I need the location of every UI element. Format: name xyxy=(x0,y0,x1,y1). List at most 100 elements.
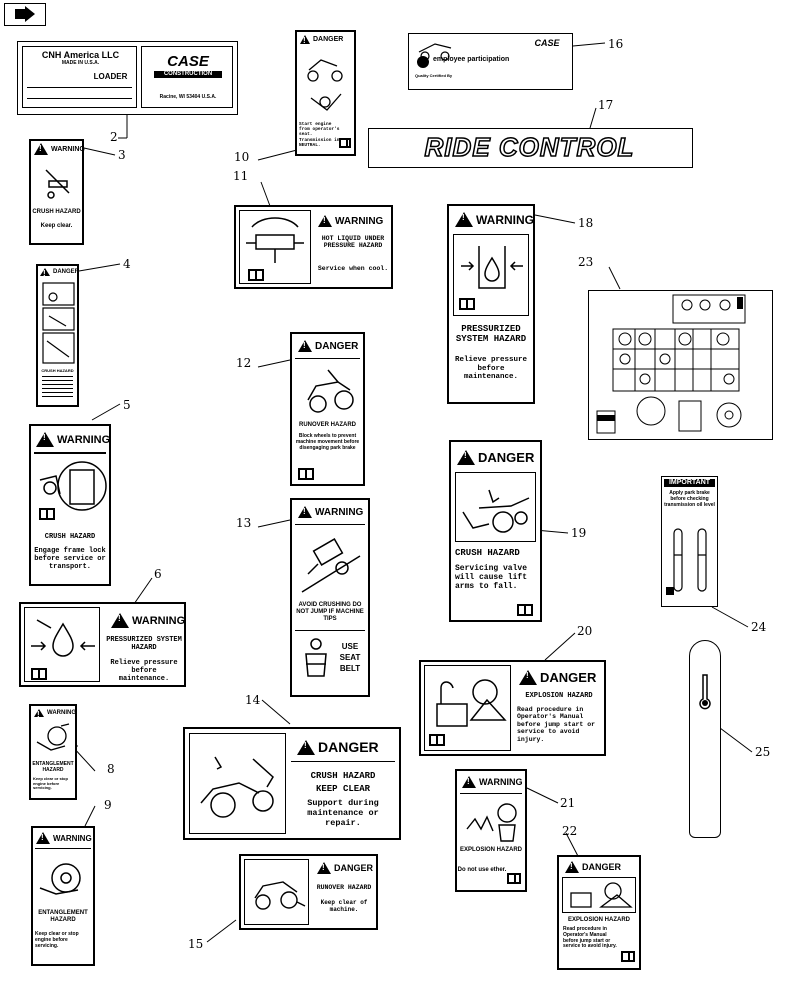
entanglement-pictogram-icon xyxy=(39,863,81,895)
manual-book-icon xyxy=(248,269,264,281)
instruction-text: Keep clear or stop engine before servici… xyxy=(33,776,68,791)
callout-21: 21 xyxy=(560,796,576,810)
radiator-pictogram-icon xyxy=(246,217,304,263)
arrow-icon xyxy=(15,6,35,22)
decal-hot-liquid-11: WARNING HOT LIQUID UNDER PRESSURE HAZARD… xyxy=(234,205,393,289)
signal-word: WARNING xyxy=(455,212,534,227)
manual-book-icon xyxy=(39,508,55,520)
instruction-text: Relieve pressure before maintenance. xyxy=(110,659,178,684)
warning-triangle-icon xyxy=(111,613,129,628)
manual-book-icon xyxy=(298,468,314,480)
plate-model: LOADER xyxy=(93,72,128,81)
hazard-text: ENTANGLEMENT HAZARD xyxy=(32,761,74,773)
instruction-text: Keep clear. xyxy=(40,223,73,229)
text-lines xyxy=(42,376,73,398)
manual-book-icon xyxy=(507,873,521,884)
hazard-text: AVOID CRUSHING DO NOT JUMP IF MACHINE TI… xyxy=(296,602,364,622)
signal-word: WARNING xyxy=(36,832,92,844)
signal-word: DANGER xyxy=(40,268,79,278)
warning-triangle-icon xyxy=(519,670,537,685)
warning-triangle-icon xyxy=(34,143,48,155)
ether-explosion-pictogram-icon xyxy=(466,803,517,842)
instruction-text: Block wheels to prevent machine movement… xyxy=(295,433,360,451)
thermometer-icon xyxy=(699,674,711,710)
callout-4: 4 xyxy=(123,257,131,271)
footer-text: Quality Certified By xyxy=(415,73,453,78)
decal-crush-hazard-5: WARNING CRUSH HAZARD Engage frame lock b… xyxy=(29,424,111,586)
signal-word: WARNING xyxy=(36,432,110,447)
instruction-text: Engage frame lock before service or tran… xyxy=(34,547,106,572)
warning-triangle-icon xyxy=(300,35,310,45)
pressure-pictogram-icon xyxy=(31,619,95,657)
instruction-text: Relieve pressure before maintenance. xyxy=(454,356,527,382)
decal-runover-15: DANGER RUNOVER HAZARD Keep clear of mach… xyxy=(239,854,378,930)
decal-rollover-13: WARNING AVOID CRUSHING DO NOT JUMP IF MA… xyxy=(290,498,370,697)
callout-17: 17 xyxy=(598,98,614,112)
warning-triangle-icon xyxy=(565,861,579,873)
callout-18: 18 xyxy=(578,216,594,230)
callout-3: 3 xyxy=(118,148,126,162)
decal-explosion-22: DANGER EXPLOSION HAZARD Read procedure i… xyxy=(557,855,641,970)
decal-pressurized-6: WARNING PRESSURIZED SYSTEM HAZARD Reliev… xyxy=(19,602,186,687)
instruction-text: Keep clear or stop engine before servici… xyxy=(35,931,79,949)
signal-word: DANGER xyxy=(519,670,596,685)
signal-word: DANGER xyxy=(298,340,358,352)
warning-triangle-icon xyxy=(36,432,54,447)
signal-word: WARNING xyxy=(34,709,76,719)
signal-word: DANGER xyxy=(565,861,621,873)
decal-explosion-20: DANGER EXPLOSION HAZARD Read procedure i… xyxy=(419,660,606,756)
seatbelt-pictogram-icon xyxy=(305,638,327,677)
callout-6: 6 xyxy=(154,567,162,581)
callout-12: 12 xyxy=(236,356,252,370)
runover-pictogram-icon xyxy=(307,369,354,413)
book-arrow-icon[interactable] xyxy=(4,3,46,26)
manual-book-icon xyxy=(31,668,47,680)
decal-crush-hazard-19: DANGER CRUSH HAZARD Servicing valve will… xyxy=(449,440,542,622)
warning-triangle-icon xyxy=(36,832,50,844)
header-text: IMPORTANT xyxy=(664,479,715,488)
callout-25: 25 xyxy=(755,745,771,759)
instruction-text: Support during maintenance or repair. xyxy=(307,798,379,828)
signal-word: WARNING xyxy=(462,776,523,788)
warning-triangle-icon xyxy=(34,709,44,719)
machine-pictogram-icon xyxy=(42,282,75,364)
hazard-text: RUNOVER HAZARD xyxy=(316,884,372,891)
hazard-text: CRUSH HAZARD xyxy=(44,533,96,541)
warning-triangle-icon xyxy=(317,862,331,874)
hazard-text: CRUSH HAZARD xyxy=(41,368,74,373)
warning-triangle-icon xyxy=(298,340,312,352)
callout-15: 15 xyxy=(188,937,204,951)
instruction-text: Apply park brake before checking transmi… xyxy=(664,490,715,508)
signal-word: DANGER xyxy=(317,862,373,874)
plate-brand: CASE xyxy=(167,53,209,70)
switch-panel-symbols-icon xyxy=(596,294,746,434)
callout-19: 19 xyxy=(571,526,587,540)
seat-text-1: USE xyxy=(341,642,359,651)
signal-word: DANGER xyxy=(300,35,343,45)
decal-runover-12: DANGER RUNOVER HAZARD Block wheels to pr… xyxy=(290,332,365,486)
instruction-text: Do not use ether. xyxy=(457,867,507,873)
decal-start-engine-10: DANGER Start engine from operator's seat… xyxy=(295,30,356,156)
plate-made-in: MADE IN U.S.A. xyxy=(61,60,100,66)
hazard-text: RUNOVER HAZARD xyxy=(299,422,356,428)
warning-triangle-icon xyxy=(455,212,473,227)
decal-entanglement-8: WARNING ENTANGLEMENT HAZARD Keep clear o… xyxy=(29,704,77,800)
signal-word: WARNING xyxy=(298,506,363,518)
plate-lines xyxy=(27,87,132,99)
hazard-text: EXPLOSION HAZARD xyxy=(459,847,522,853)
decal-pressurized-18: WARNING PRESSURIZED SYSTEM HAZARD Reliev… xyxy=(447,204,535,404)
plate-brand-sub: CONSTRUCTION xyxy=(154,71,222,78)
decal-thermometer-25 xyxy=(689,640,721,838)
decal-employee-participation-16: CASE employee participation Quality Cert… xyxy=(408,33,573,90)
callout-8: 8 xyxy=(107,762,115,776)
callout-16: 16 xyxy=(608,37,624,51)
callout-11: 11 xyxy=(233,169,249,183)
callout-9: 9 xyxy=(104,798,112,812)
decal-explosion-21: WARNING EXPLOSION HAZARD Do not use ethe… xyxy=(455,769,527,892)
loader-arm-pictogram-icon xyxy=(200,756,274,818)
callout-24: 24 xyxy=(751,620,767,634)
decal-crush-hazard-3: WARNING CRUSH HAZARD Keep clear. xyxy=(29,139,85,245)
tipover-pictogram-icon xyxy=(301,538,361,593)
signal-word: DANGER xyxy=(457,450,534,465)
entanglement-pictogram-icon xyxy=(36,723,70,751)
